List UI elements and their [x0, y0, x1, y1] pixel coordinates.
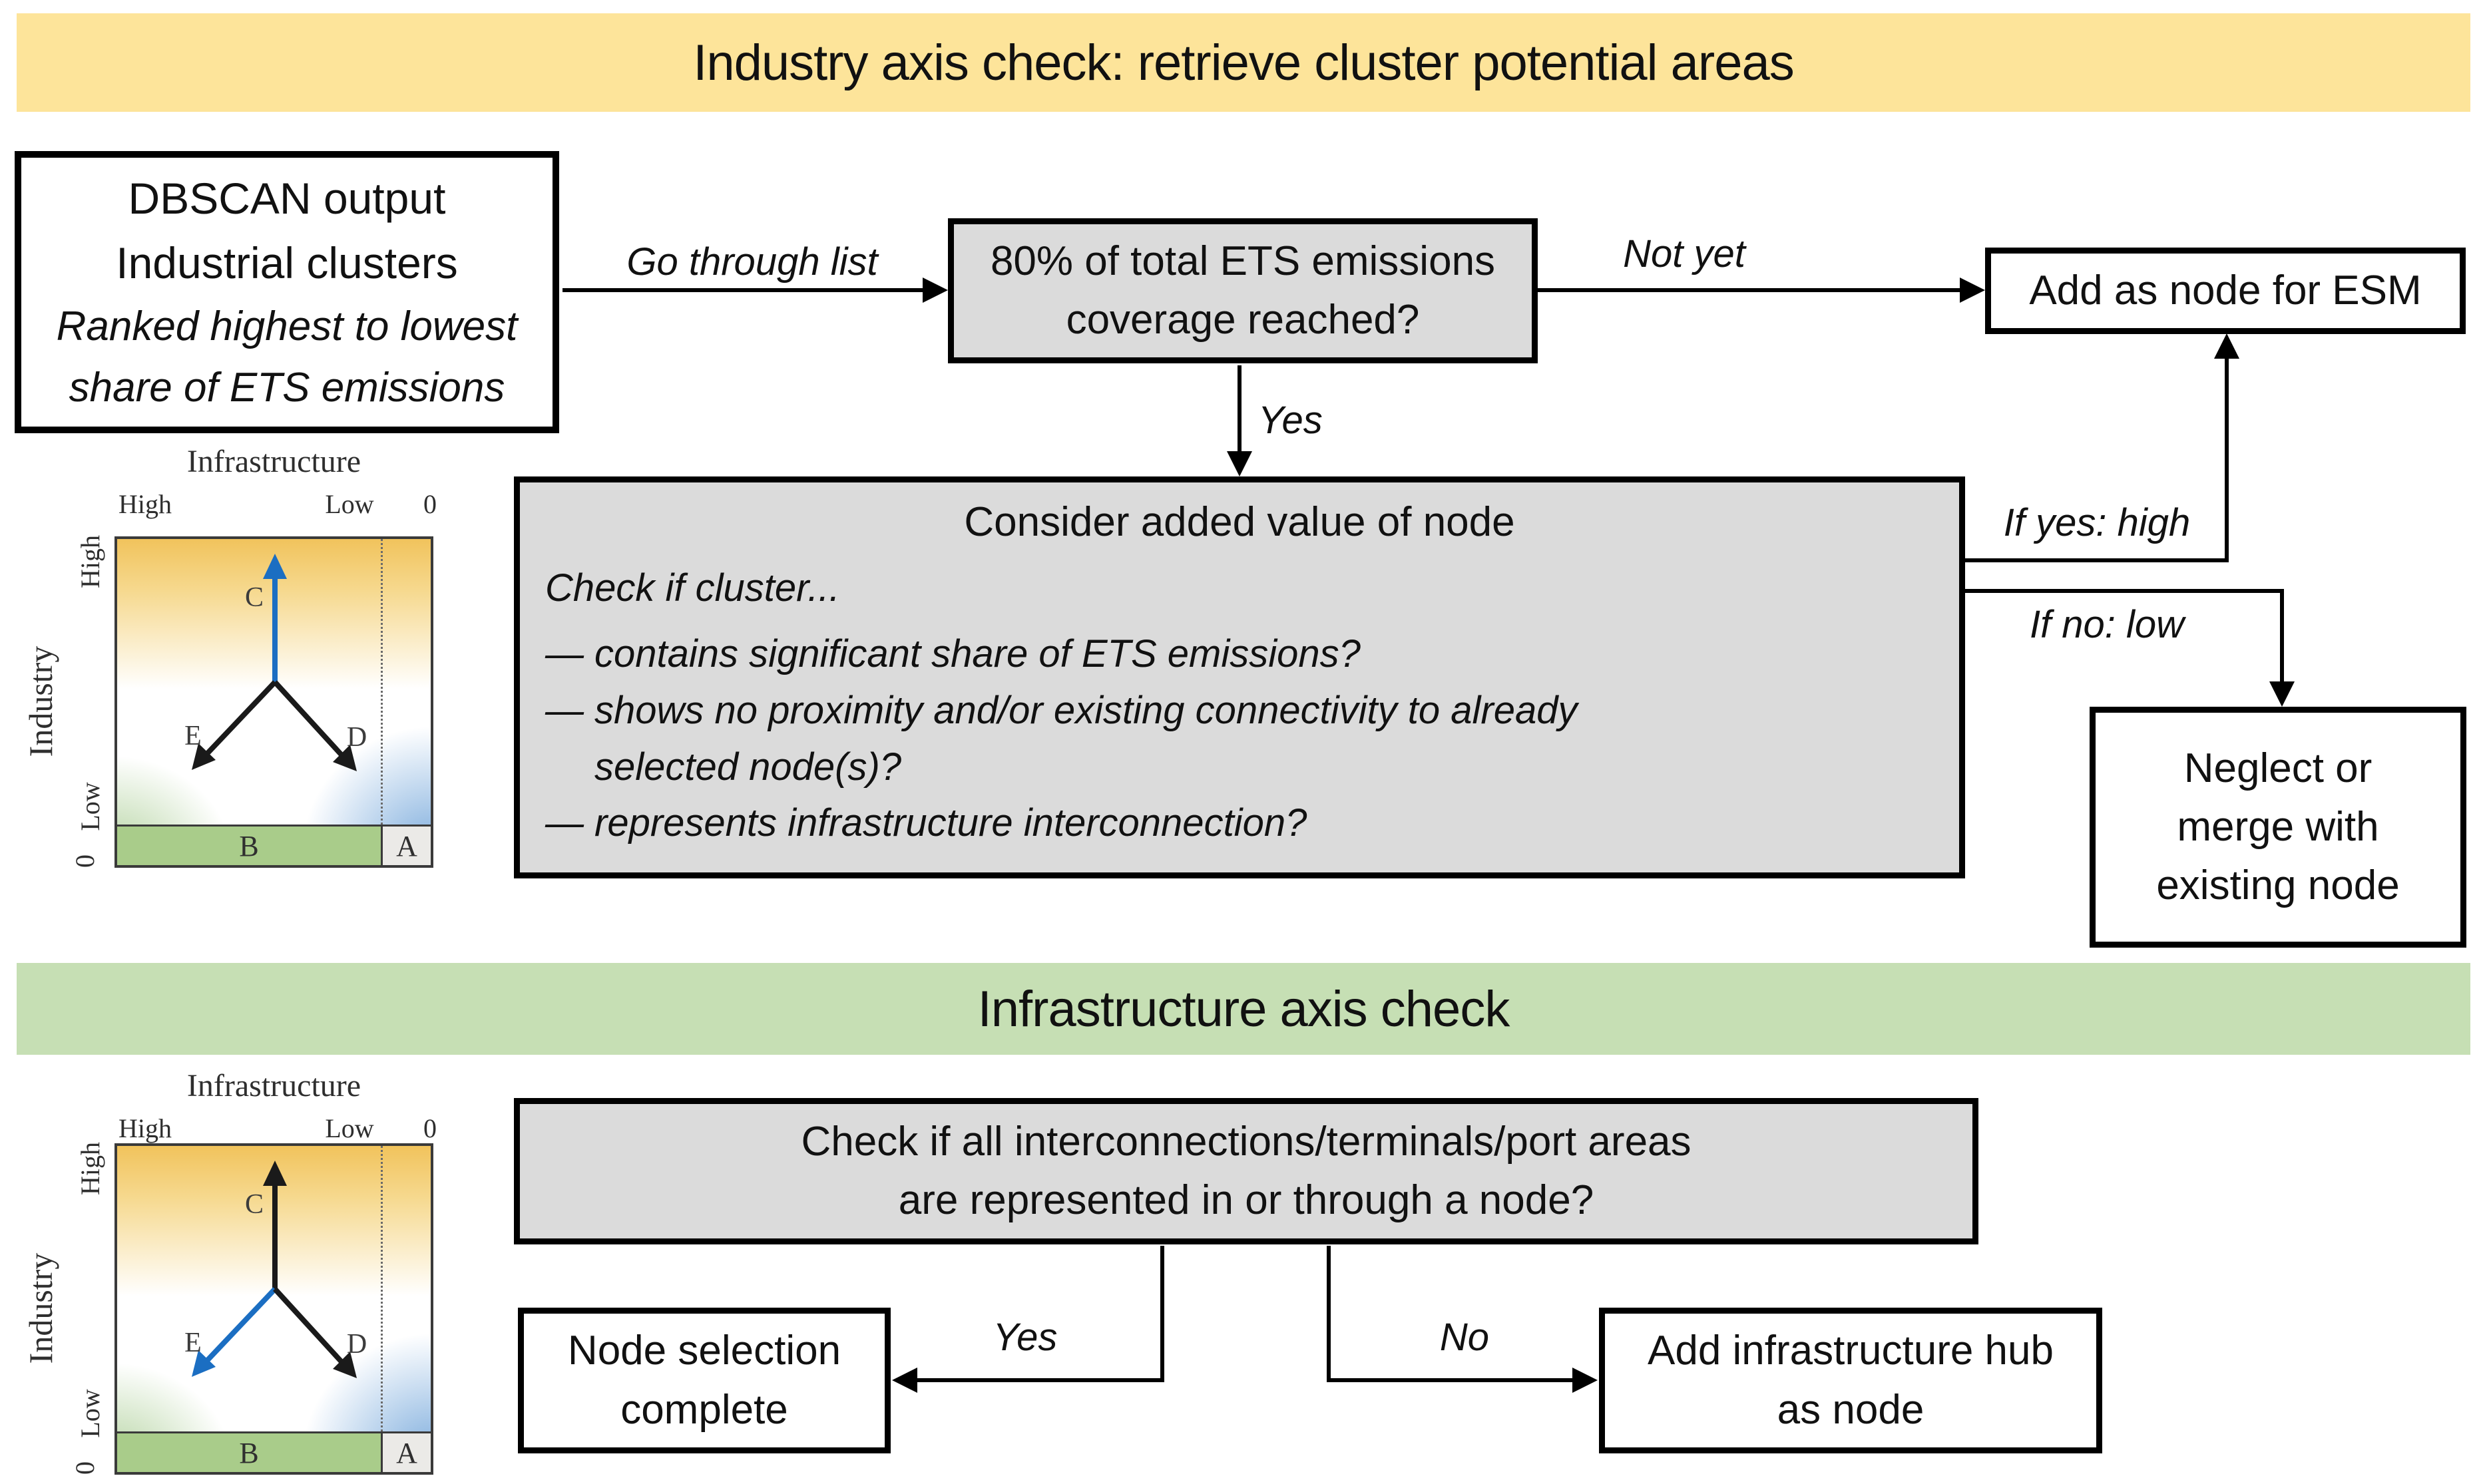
node-selection-complete-box: Node selection complete — [518, 1308, 891, 1453]
x-axis-low-label: Low — [325, 1113, 374, 1143]
zone-b: B — [117, 827, 381, 865]
add-infrastructure-hub-label: Add infrastructure hub as node — [1647, 1328, 2054, 1433]
arrowhead-icon — [333, 1352, 357, 1378]
consider-bullet-1: — contains significant share of ETS emis… — [545, 626, 1934, 683]
consider-bullet-3: — represents infrastructure interconnect… — [545, 795, 1934, 852]
arrowhead-icon — [1960, 278, 1985, 303]
dbscan-output-box: DBSCAN output Industrial clusters Ranked… — [15, 151, 559, 433]
edge-label-not-yet: Not yet — [1623, 232, 1745, 276]
dotted-divider-line — [381, 1146, 383, 1435]
dbscan-subtitle-line2: share of ETS emissions — [69, 364, 505, 411]
arrowhead-icon — [263, 554, 287, 579]
arrow-e — [200, 1287, 277, 1368]
zone-a: A — [381, 1433, 431, 1472]
x-axis-zero-label: 0 — [423, 1113, 437, 1143]
dash-bullet-icon: — — [545, 632, 584, 676]
arrow-c-label: C — [244, 1189, 264, 1220]
arrow-e-label: E — [184, 1328, 202, 1358]
dbscan-subtitle-line1: Ranked highest to lowest — [56, 303, 518, 349]
consider-bullet-2-line2: selected node(s)? — [594, 745, 902, 789]
matrix-plot-area: C E D B A — [114, 1143, 433, 1475]
neglect-or-merge-box: Neglect or merge with existing node — [2090, 707, 2466, 948]
infrastructure-axis-banner-label: Infrastructure axis check — [977, 980, 1510, 1037]
neglect-or-merge-label: Neglect or merge with existing node — [2156, 745, 2400, 909]
bottom-zone-strip: B A — [117, 1431, 431, 1472]
edge-label-no-bottom: No — [1439, 1316, 1490, 1359]
y-axis-title: Industry — [22, 646, 59, 757]
ets-question-line2: coverage reached? — [1066, 297, 1420, 343]
infrastructure-check-line2: are represented in or through a node? — [898, 1177, 1594, 1223]
bottom-zone-strip: B A — [117, 825, 431, 865]
arrow-e-label: E — [184, 721, 202, 751]
add-node-esm-box: Add as node for ESM — [1985, 248, 2466, 334]
y-axis-zero-label: 0 — [70, 854, 100, 868]
arrow-d — [273, 680, 348, 762]
consider-added-value-box: Consider added value of node Check if cl… — [514, 476, 1965, 878]
add-node-esm-label: Add as node for ESM — [2029, 267, 2422, 313]
y-axis-high-label: High — [75, 535, 105, 588]
x-axis-high-label: High — [118, 489, 172, 519]
industry-infrastructure-matrix-chart-2: Infrastructure High Low 0 Industry High … — [0, 1038, 466, 1484]
edge-consider-to-esm — [1965, 345, 2229, 562]
edge-check-to-complete — [905, 1246, 1164, 1382]
edge-label-yes-top: Yes — [1258, 399, 1323, 442]
consider-bullet-3-text: represents infrastructure interconnectio… — [594, 801, 1307, 845]
consider-bullet-2: — shows no proximity and/or existing con… — [545, 683, 1934, 795]
arrowhead-icon — [2214, 333, 2239, 359]
chart-title: Infrastructure — [186, 444, 361, 479]
industry-infrastructure-matrix-chart-1: Infrastructure High Low 0 Industry High … — [0, 439, 466, 885]
arrow-e — [200, 680, 277, 761]
consider-title: Consider added value of node — [964, 499, 1515, 545]
infrastructure-check-box: Check if all interconnections/terminals/… — [514, 1098, 1978, 1244]
industry-axis-banner: Industry axis check: retrieve cluster po… — [17, 13, 2470, 112]
ets-coverage-question-box: 80% of total ETS emissions coverage reac… — [948, 218, 1538, 363]
arrowhead-icon — [263, 1161, 287, 1186]
arrow-d — [273, 1287, 348, 1369]
arrowhead-icon — [1227, 451, 1252, 476]
arrowhead-icon — [1572, 1368, 1598, 1393]
arrowhead-icon — [2269, 681, 2295, 707]
arrow-d-label: D — [346, 722, 367, 753]
infrastructure-axis-banner: Infrastructure axis check — [17, 963, 2470, 1055]
industry-axis-banner-label: Industry axis check: retrieve cluster po… — [693, 34, 1795, 91]
arrowhead-icon — [892, 1368, 917, 1393]
add-infrastructure-hub-box: Add infrastructure hub as node — [1599, 1308, 2102, 1453]
consider-intro: Check if cluster... — [545, 566, 840, 610]
edge-check-to-hub — [1327, 1246, 1584, 1382]
y-axis-high-label: High — [75, 1142, 105, 1195]
arrowhead-icon — [192, 743, 216, 770]
consider-bullet-2-line1: shows no proximity and/or existing conne… — [594, 689, 1578, 733]
node-selection-complete-label: Node selection complete — [567, 1328, 841, 1433]
matrix-plot-area: C E D B A — [114, 536, 433, 868]
zone-a: A — [381, 827, 431, 865]
x-axis-zero-label: 0 — [423, 489, 437, 519]
edge-consider-to-neglect — [1965, 589, 2284, 696]
dotted-divider-line — [381, 539, 383, 829]
consider-bullet-1-text: contains significant share of ETS emissi… — [594, 632, 1361, 676]
matrix-arrows — [192, 554, 357, 771]
chart-title: Infrastructure — [186, 1068, 361, 1103]
x-axis-low-label: Low — [325, 489, 374, 519]
arrowhead-icon — [192, 1350, 216, 1377]
infrastructure-check-line1: Check if all interconnections/terminals/… — [801, 1118, 1692, 1165]
edge-label-if-yes-high: If yes: high — [2003, 501, 2191, 544]
matrix-arrows — [192, 1161, 357, 1378]
y-axis-zero-label: 0 — [70, 1461, 100, 1475]
dbscan-line2: Industrial clusters — [116, 238, 458, 288]
arrowhead-icon — [923, 278, 948, 303]
x-axis-high-label: High — [118, 1113, 172, 1143]
arrow-d-label: D — [346, 1329, 367, 1360]
dbscan-line1: DBSCAN output — [128, 173, 446, 223]
arrowhead-icon — [333, 745, 357, 771]
edge-label-if-no-low: If no: low — [2029, 603, 2185, 646]
dash-bullet-icon: — — [545, 801, 584, 845]
ets-question-line1: 80% of total ETS emissions — [990, 238, 1496, 284]
zone-b: B — [117, 1433, 381, 1472]
edge-label-go-through-list: Go through list — [626, 240, 878, 283]
y-axis-title: Industry — [22, 1252, 59, 1364]
dash-bullet-icon: — — [545, 689, 584, 733]
edge-label-yes-bottom: Yes — [993, 1316, 1058, 1359]
arrow-c-label: C — [244, 582, 264, 613]
